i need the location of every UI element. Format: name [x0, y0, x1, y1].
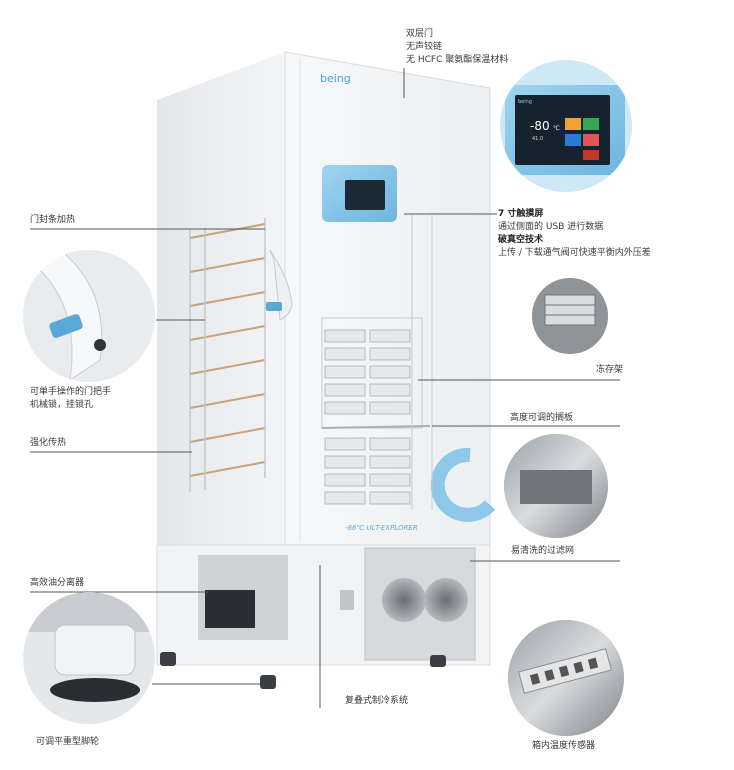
door-handle	[269, 249, 293, 321]
screen-detail-circle: being -80 ℃ 41.0	[500, 60, 632, 192]
touch-callout: 7 寸触摸屏 通过侧面的 USB 进行数据 破真空技术 上传 / 下载通气阀可快…	[498, 209, 651, 258]
door-racks	[189, 223, 266, 477]
screen-brand: being	[518, 99, 532, 105]
caster-callout: 可调平重型脚轮	[36, 737, 100, 747]
cascade-callout: 复叠式制冷系统	[345, 696, 409, 706]
handle-callout: 可单手操作的门把手 机械锁，挂锁孔	[30, 387, 112, 410]
front-badge: -86℃ ULT-EXPLORER	[345, 524, 418, 532]
oil-separator	[205, 590, 255, 628]
sensor-detail-circle	[508, 620, 624, 736]
screen-unit: ℃	[553, 125, 560, 132]
blue-arc-decoration	[430, 447, 496, 522]
door-callout: 双层门 无声铰链 无 HCFC 聚氨酯保温材料	[406, 29, 509, 65]
filter-detail-circle	[504, 434, 608, 538]
callout-lines	[30, 68, 620, 708]
seal-callout: 门封条加热	[30, 215, 76, 225]
handle-detail-circle	[23, 250, 155, 382]
casters	[160, 652, 446, 689]
shelf-callout: 高度可调的搁板	[510, 413, 574, 423]
cabinet-side	[157, 52, 285, 545]
fan-right	[424, 578, 468, 622]
rack-detail-circle	[532, 278, 608, 354]
caster-detail-circle	[23, 592, 155, 724]
heat-callout: 强化传热	[30, 438, 67, 448]
oil-callout: 高效油分离器	[30, 578, 85, 588]
rack-callout: 冻存架	[596, 365, 624, 375]
fan-left	[382, 578, 426, 622]
cabinet-front	[284, 51, 491, 546]
screen-small-value: 41.0	[532, 136, 543, 142]
screen-temp: -80	[530, 119, 550, 133]
filter-callout: 易清洗的过滤网	[511, 546, 575, 556]
brand-logo: being	[320, 72, 351, 85]
sensor-callout: 箱内温度传感器	[532, 741, 596, 751]
storage-racks	[321, 215, 433, 510]
